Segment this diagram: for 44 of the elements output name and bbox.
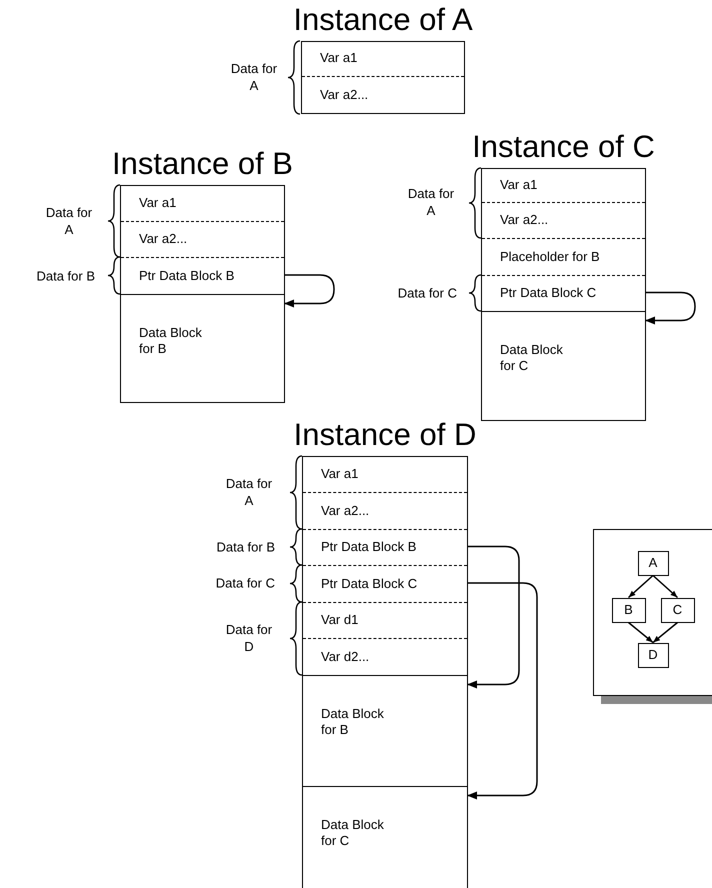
arrow <box>652 574 678 598</box>
memory-cell: Ptr Data Block B <box>303 528 467 564</box>
heading: Instance of A <box>293 3 473 37</box>
brace-label: Data for A <box>230 60 278 94</box>
arrow <box>645 292 696 324</box>
data-block-cell: Data Block for B <box>303 674 467 786</box>
arrow <box>652 622 678 644</box>
brace-label: Data for D <box>224 621 274 655</box>
data-block-cell: Data Block for C <box>303 786 467 888</box>
class-box: B <box>612 598 646 622</box>
memory-cell: Var a2... <box>302 76 464 114</box>
brace-label: Data for B <box>35 268 95 284</box>
brace-label: Data for A <box>44 204 94 238</box>
brace-label: Data for B <box>215 538 275 556</box>
brace-label: Data for A <box>406 185 456 219</box>
memory-cell: Ptr Data Block C <box>303 564 467 602</box>
arrow <box>467 582 538 800</box>
memory-cell: Var a2... <box>121 220 284 256</box>
memory-cell: Var a1 <box>482 168 645 202</box>
arrow <box>467 546 520 688</box>
memory-cell: Var a2... <box>482 202 645 238</box>
memory-cell: Placeholder for B <box>482 238 645 274</box>
memory-cell: Var a2... <box>303 492 467 528</box>
memory-cell: Var d2... <box>303 638 467 674</box>
data-block-cell: Data Block for C <box>482 310 645 420</box>
heading: Instance of D <box>294 418 476 452</box>
memory-cell: Var d1 <box>303 602 467 638</box>
memory-cell: Var a1 <box>121 184 284 220</box>
arrow <box>284 274 335 308</box>
memory-cell: Ptr Data Block C <box>482 274 645 310</box>
class-box: C <box>660 598 694 622</box>
heading: Instance of B <box>112 147 293 181</box>
arrow <box>628 574 654 598</box>
data-block-cell: Data Block for B <box>121 294 284 402</box>
memory-cell: Var a1 <box>303 456 467 492</box>
class-box: D <box>638 642 668 668</box>
brace-label: Data for C <box>214 574 275 592</box>
brace-label: Data for A <box>224 475 274 509</box>
memory-cell: Ptr Data Block B <box>121 256 284 294</box>
brace-label: Data for C <box>396 284 457 302</box>
class-box: A <box>638 550 668 576</box>
arrow <box>628 622 654 644</box>
memory-cell: Var a1 <box>302 40 464 76</box>
heading: Instance of C <box>472 130 655 164</box>
